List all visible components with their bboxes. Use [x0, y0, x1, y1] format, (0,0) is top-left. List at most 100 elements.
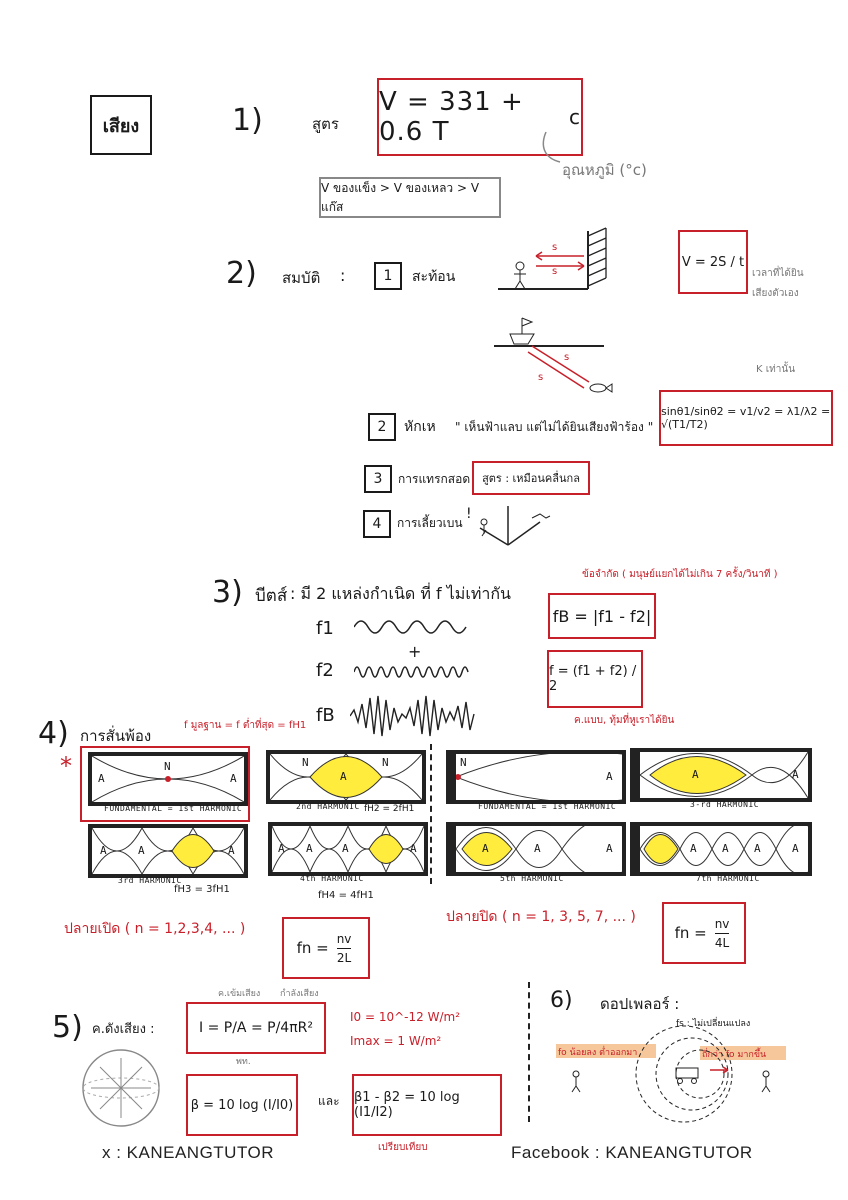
closed-tube-2-antinode-1: A [692, 768, 699, 781]
closed-caption-2: 3-rd HARMONIC [690, 800, 760, 809]
section5-label: ค.ดังเสียง : [92, 1022, 155, 1037]
open-tube-4-antinode-1: A [278, 842, 285, 855]
intensity-note-2: กำลังเสียง [280, 989, 319, 999]
title-box: เสียง [90, 95, 152, 155]
open-tube-4: A A A A [268, 822, 428, 876]
open-end-fn: fn = [296, 939, 329, 957]
wave-beat [350, 695, 475, 737]
intensity-note-1: ค.เข้มเสียง [218, 989, 261, 999]
speed-formula: V = 331 + 0.6 T [379, 87, 524, 147]
decibel-formula: β = 10 log (I/I0) [190, 1097, 294, 1113]
closed-tube-4-antinode-4: A [792, 842, 799, 855]
section6-label: ดอปเพลอร์ : [600, 995, 680, 1013]
wave-plus: + [408, 642, 422, 661]
snell-formula-box: sinθ1/sinθ2 = v1/v2 = λ1/λ2 = √(T1/T2) [659, 390, 833, 446]
closed-tube-2: A A [630, 748, 812, 802]
open-tube-4-antinode-4: A [410, 842, 417, 855]
footer-x-handle: x : KANEANGTUTOR [102, 1143, 275, 1162]
speed-formula-sub: c [569, 105, 581, 129]
closed-caption-4: 7th HARMONIC [696, 874, 760, 883]
beat-formula: fB = |f1 - f2| [552, 606, 652, 626]
divider-dashed-doppler [528, 982, 530, 1122]
doppler-left-band [556, 1044, 656, 1058]
beat-limit-note: ข้อจำกัด ( มนุษย์แยกได้ไม่เกิน 7 ครั้ง/ว… [582, 569, 778, 580]
sonar-diagram [494, 317, 613, 393]
property-diffraction: การเลี้ยวเบน [397, 516, 463, 530]
doppler-source-note: fs : ไม่เปลี่ยนแปลง [676, 1019, 751, 1029]
wave-f2-label: f2 [316, 660, 334, 681]
open-tube-3: A A A [88, 824, 248, 878]
section1-number: 1) [232, 103, 263, 138]
max-intensity: Imax = 1 W/m² [350, 1034, 442, 1048]
property-reflection: สะท้อน [412, 269, 456, 285]
closed-tube-3-antinode-2: A [534, 842, 541, 855]
fundamental-note: f มูลฐาน = f ต่ำที่สุด = fH1 [184, 720, 307, 731]
closed-caption-1: FUNDAMENTAL = 1st HARMONIC [478, 802, 617, 811]
speed-order: V ของแข็ง > V ของเหลว > V แก๊ส [321, 180, 480, 214]
open-end-label: ปลายเปิด ( n = 1,2,3,4, ... ) [64, 921, 246, 937]
open-caption-4: 4th HARMONIC [300, 874, 364, 883]
and-text: และ [318, 1094, 340, 1108]
decibel-formula-box: β = 10 log (I/I0) [186, 1074, 298, 1136]
open-tube-4-antinode-3: A [342, 842, 349, 855]
echo-formula-box: V = 2S / t [678, 230, 748, 294]
closed-tube-1: N A [446, 750, 626, 804]
closed-tube-4-antinode-2: A [722, 842, 729, 855]
interference-formula-box: สูตร : เหมือนคลื่นกล [472, 461, 590, 495]
wave-f2 [354, 666, 469, 678]
open-caption-2: 2nd HARMONIC [296, 802, 360, 811]
open-tube-1: N A A [88, 752, 248, 806]
closed-tube-4: A A A A [630, 822, 812, 876]
wave-fb-label: fB [316, 705, 335, 726]
average-frequency-note: ค.แบบ, ทุ้มที่หูเราได้ยิน [574, 715, 675, 726]
open-end-numerator: nv [336, 931, 352, 946]
open-note-3: fH3 = 3fH1 [174, 884, 230, 895]
decibel-difference-box: β1 - β2 = 10 log (I1/I2) [352, 1074, 502, 1136]
footer-facebook-handle: Facebook : KANEANGTUTOR [511, 1143, 753, 1162]
open-tube-2-antinode: A [340, 770, 347, 783]
closed-tube-3-antinode-1: A [482, 842, 489, 855]
temperature-arrow [542, 131, 561, 163]
refraction-quote: " เห็นฟ้าแลบ แต่ไม่ได้ยินเสียงฟ้าร้อง " [455, 420, 654, 434]
section3-number: 3) [212, 575, 243, 610]
section1-label: สูตร [312, 115, 339, 133]
closed-caption-3: 5th HARMONIC [500, 874, 564, 883]
section1-formula-box: V = 331 + 0.6 T c [377, 78, 583, 156]
section4-label: การสั่นพ้อง [80, 727, 152, 745]
open-tube-3-antinode-2: A [138, 844, 145, 857]
reflection-diagram [498, 227, 607, 290]
divider-dashed-vertical [430, 744, 432, 884]
sonar-s-bottom: s [538, 372, 544, 383]
reflection-s-bottom: s [552, 266, 558, 277]
open-tube-2-node-left: N [302, 756, 309, 769]
closed-tube-2-antinode-2: A [792, 768, 799, 781]
closed-tube-3: A A A [446, 822, 626, 876]
decibel-note: เปรียบเทียบ [378, 1142, 428, 1153]
section3-label: บีตส์ [255, 586, 288, 606]
section6-number: 6) [550, 988, 573, 1013]
closed-tube-3-antinode-3: A [606, 842, 613, 855]
doppler-right-band [700, 1046, 786, 1060]
reflection-s-top: s [552, 242, 558, 253]
property-refraction: หักเห [404, 419, 436, 435]
echo-formula: V = 2S / t [681, 254, 745, 270]
open-tube-3-antinode-1: A [100, 844, 107, 857]
closed-end-label: ปลายปิด ( n = 1, 3, 5, 7, ... ) [446, 909, 636, 925]
property-number-1: 1 [374, 262, 402, 290]
doppler-wavefronts [571, 1025, 771, 1123]
section5-number: 5) [52, 1010, 83, 1045]
intensity-formula-box: I = P/A = P/4πR² [186, 1002, 326, 1054]
speed-order-box: V ของแข็ง > V ของเหลว > V แก๊ส [319, 177, 501, 218]
intensity-note-3: พท. [236, 1057, 251, 1067]
beat-formula-box: fB = |f1 - f2| [548, 593, 656, 639]
closed-tube-4-antinode-3: A [754, 842, 761, 855]
property-number-2: 2 [368, 413, 396, 441]
open-tube-2: A N N [266, 750, 426, 804]
closed-end-numerator: nv [714, 916, 730, 931]
closed-tube-1-antinode: A [606, 770, 613, 783]
property-interference: การแทรกสอด [398, 472, 471, 486]
open-fundamental-highlight [80, 746, 250, 822]
intensity-formula: I = P/A = P/4πR² [199, 1020, 313, 1036]
